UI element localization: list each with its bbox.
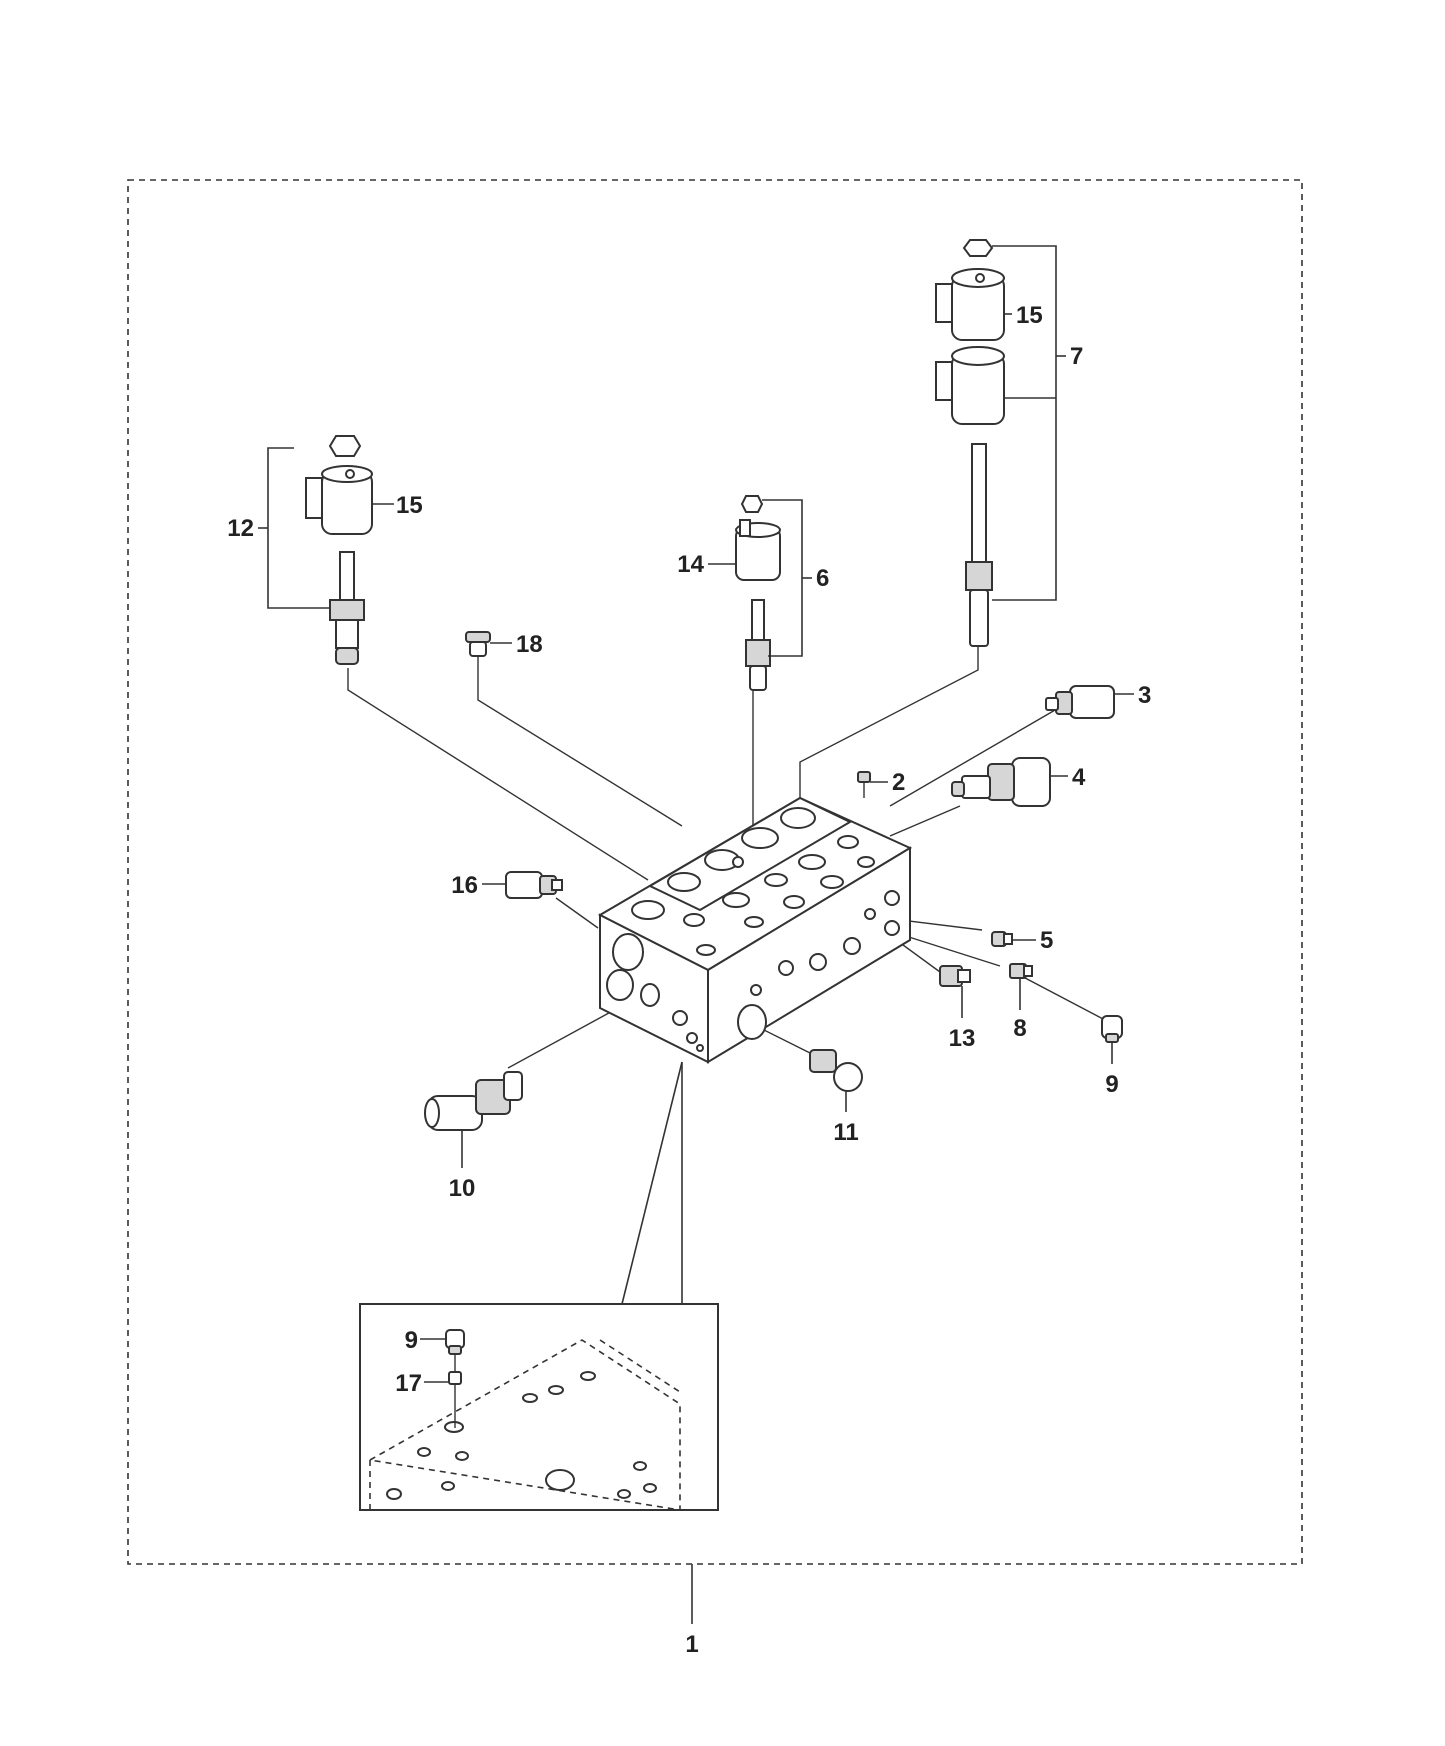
callout-17: 17 — [395, 1370, 422, 1397]
callout-2: 2 — [892, 769, 905, 796]
manifold-block — [597, 796, 913, 1064]
callout-10: 10 — [449, 1175, 476, 1202]
bracket-7 — [992, 245, 1057, 601]
callout-1: 1 — [685, 1631, 698, 1658]
solenoid-valve-12 — [305, 435, 373, 665]
nut-icon — [328, 435, 362, 457]
orifice-17-detail — [448, 1371, 462, 1385]
front-face-ports — [606, 933, 704, 1052]
plug-5 — [991, 931, 1013, 947]
callout-7: 7 — [1070, 343, 1083, 370]
nut-icon — [962, 239, 994, 257]
callout-16: 16 — [451, 872, 478, 899]
detail-inset — [359, 1303, 719, 1511]
assembly-boundary — [127, 179, 1303, 1565]
callout-15-left: 15 — [396, 492, 423, 519]
callout-12: 12 — [227, 515, 254, 542]
callout-3: 3 — [1138, 682, 1151, 709]
connector-icon — [305, 477, 323, 519]
top-face-ports — [631, 807, 875, 956]
callout-6: 6 — [816, 565, 829, 592]
plug-18 — [465, 631, 491, 657]
right-face-ports — [737, 890, 900, 1040]
callout-11: 11 — [833, 1119, 858, 1146]
callout-5: 5 — [1040, 927, 1053, 954]
bracket-12 — [267, 447, 330, 609]
solenoid-valve-7 — [935, 239, 1005, 647]
valve-stem-icon — [971, 443, 987, 565]
valve-4 — [951, 757, 1051, 807]
valve-16 — [505, 871, 563, 899]
callout-13: 13 — [949, 1025, 976, 1052]
valve-10 — [424, 1071, 523, 1131]
callout-4: 4 — [1072, 764, 1086, 791]
valve-13 — [939, 965, 971, 987]
callout-18: 18 — [516, 631, 543, 658]
callout-14: 14 — [677, 551, 704, 578]
plug-2 — [857, 771, 871, 783]
callout-15-upper: 15 — [1016, 302, 1043, 329]
detail-callout-lines — [621, 1061, 683, 1305]
nut-icon — [740, 495, 764, 513]
callout-9-detail: 9 — [405, 1327, 418, 1354]
fitting-8 — [1009, 963, 1033, 979]
callout-labels: 1 2 3 4 5 6 7 8 9 10 11 12 13 14 15 15 1… — [227, 302, 1151, 1658]
valve-3 — [1045, 685, 1115, 719]
plug-9 — [1101, 1015, 1123, 1043]
callout-9-main: 9 — [1105, 1071, 1118, 1098]
solenoid-valve-6 — [735, 495, 781, 691]
detail-inset-content — [367, 1329, 681, 1511]
connector-icon — [935, 283, 953, 323]
callout-8: 8 — [1013, 1015, 1026, 1042]
connector-icon — [935, 361, 953, 401]
valve-11 — [809, 1049, 863, 1092]
